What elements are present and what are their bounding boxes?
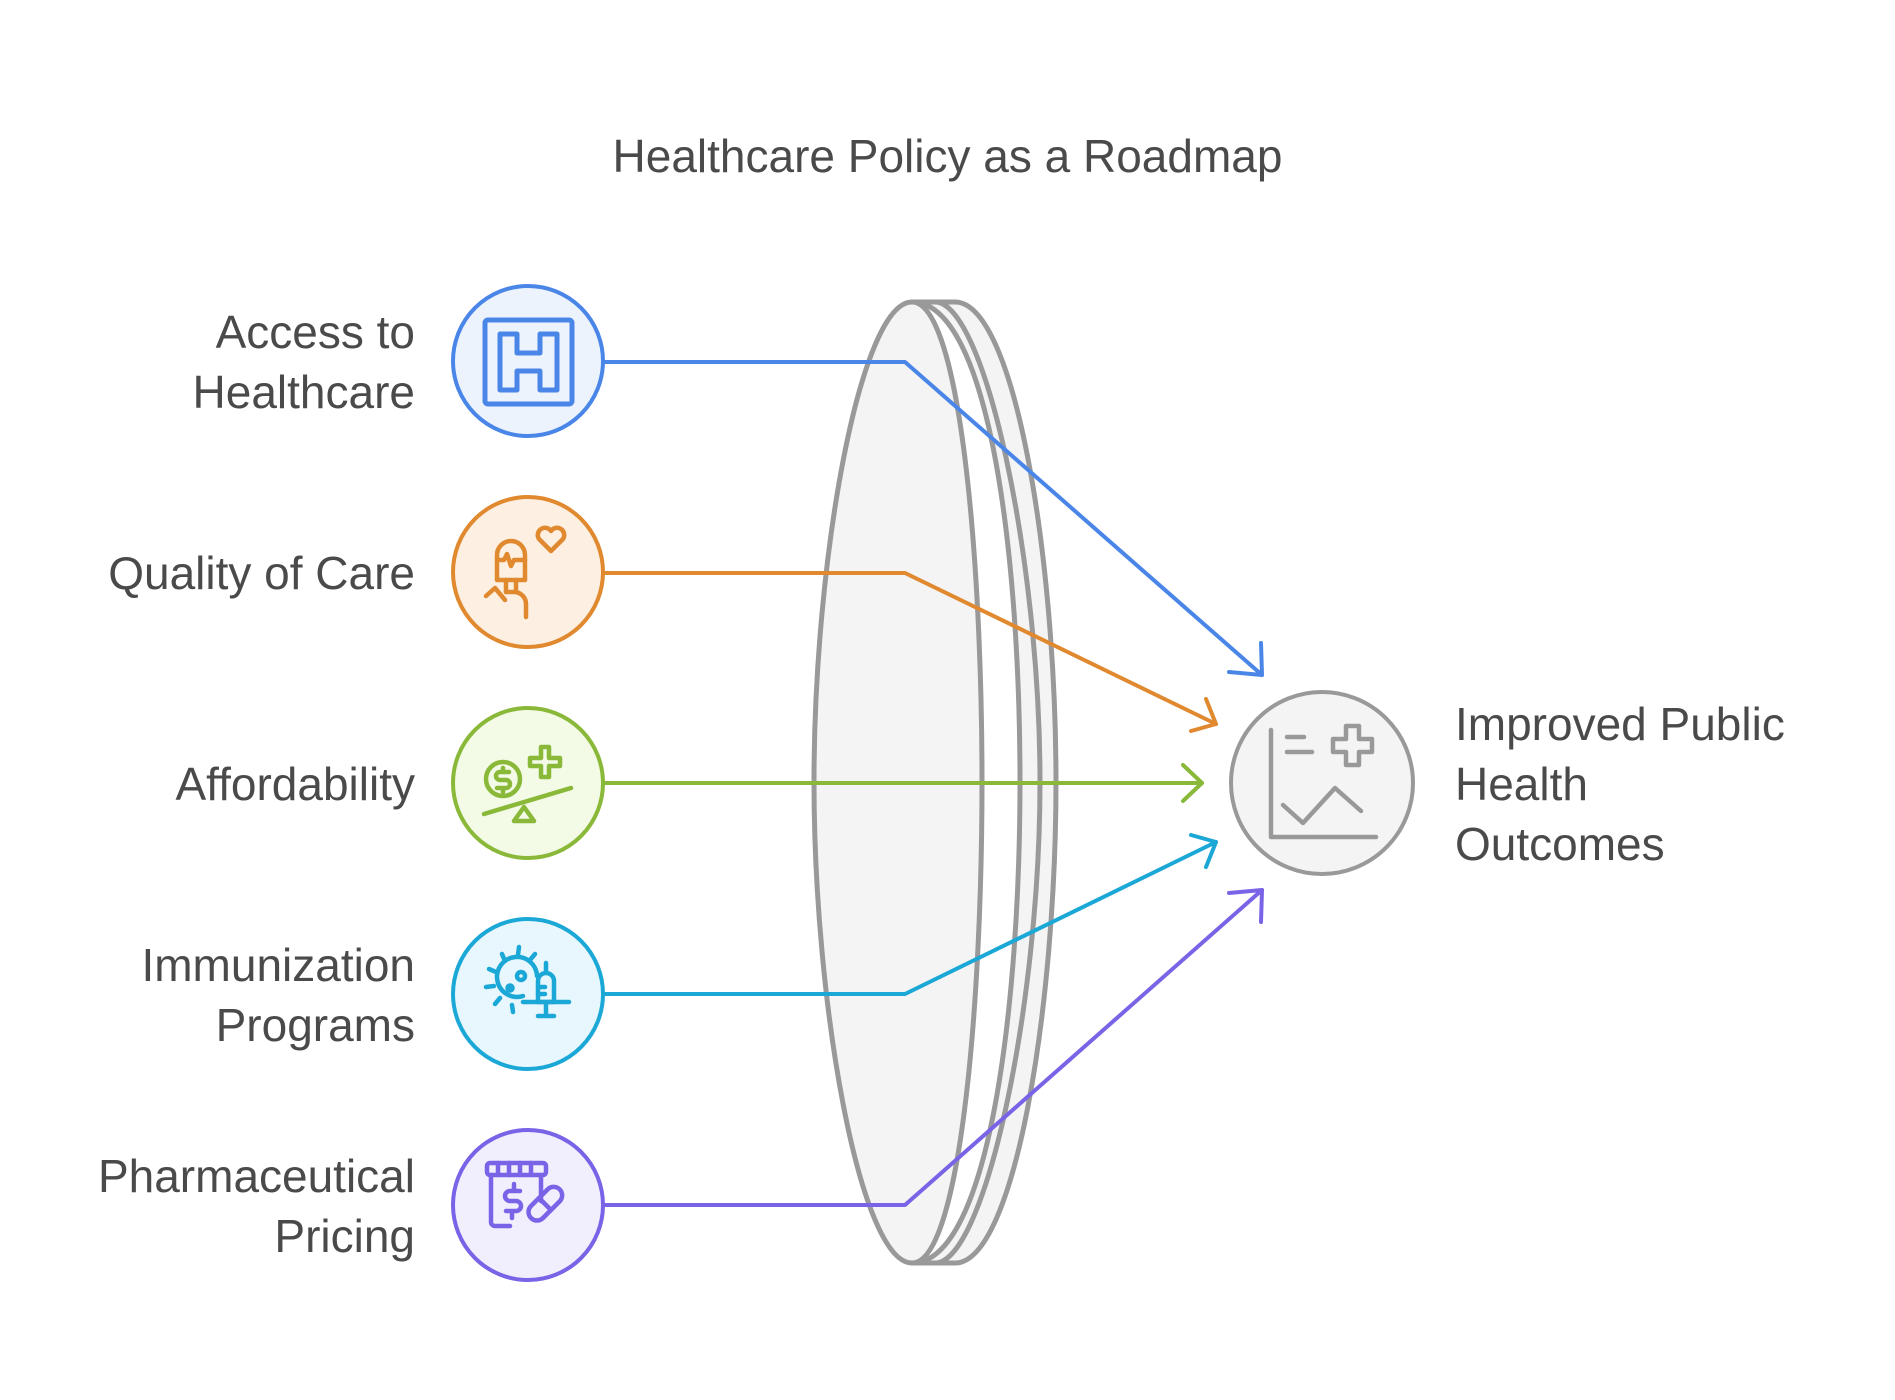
label-immunization-programs: Immunization Programs: [15, 935, 415, 1055]
connector-access: [602, 360, 1264, 677]
health-chart-icon: [1268, 723, 1379, 840]
label-line: Access to: [215, 306, 415, 358]
node-access-to-healthcare: [451, 284, 605, 438]
label-pharmaceutical-pricing: Pharmaceutical Pricing: [15, 1146, 415, 1266]
label-line: Programs: [215, 999, 415, 1051]
label-line: Outcomes: [1455, 818, 1665, 870]
label-improved-public-health-outcomes: Improved Public Health Outcomes: [1455, 694, 1875, 874]
node-immunization-programs: [451, 917, 605, 1071]
node-improved-public-health-outcomes: [1229, 690, 1415, 876]
virus-vaccine-icon: [483, 944, 572, 1019]
medical-care-heart-icon: [483, 525, 567, 620]
label-affordability: Affordability: [15, 754, 415, 814]
connector-immunization: [602, 833, 1218, 996]
connector-quality: [602, 571, 1218, 733]
label-line: Healthcare: [192, 366, 415, 418]
label-line: Pricing: [274, 1210, 415, 1262]
node-quality-of-care: [451, 495, 605, 649]
node-pharmaceutical-pricing: [451, 1128, 605, 1282]
pill-bottle-price-icon: [484, 1160, 565, 1229]
label-line: Pharmaceutical: [97, 1150, 415, 1202]
label-line: Affordability: [175, 758, 415, 810]
cost-balance-icon: [481, 744, 574, 824]
label-line: Health: [1455, 758, 1588, 810]
node-affordability: [451, 706, 605, 860]
connector-affordability: [602, 763, 1204, 803]
label-line: Improved Public: [1455, 698, 1785, 750]
connector-pharma: [602, 888, 1264, 1207]
diagram-title: Healthcare Policy as a Roadmap: [612, 130, 1283, 182]
label-access-to-healthcare: Access to Healthcare: [15, 302, 415, 422]
label-line: Immunization: [141, 939, 415, 991]
label-line: Quality of Care: [108, 547, 415, 599]
label-quality-of-care: Quality of Care: [15, 543, 415, 603]
hospital-icon: [482, 317, 575, 407]
